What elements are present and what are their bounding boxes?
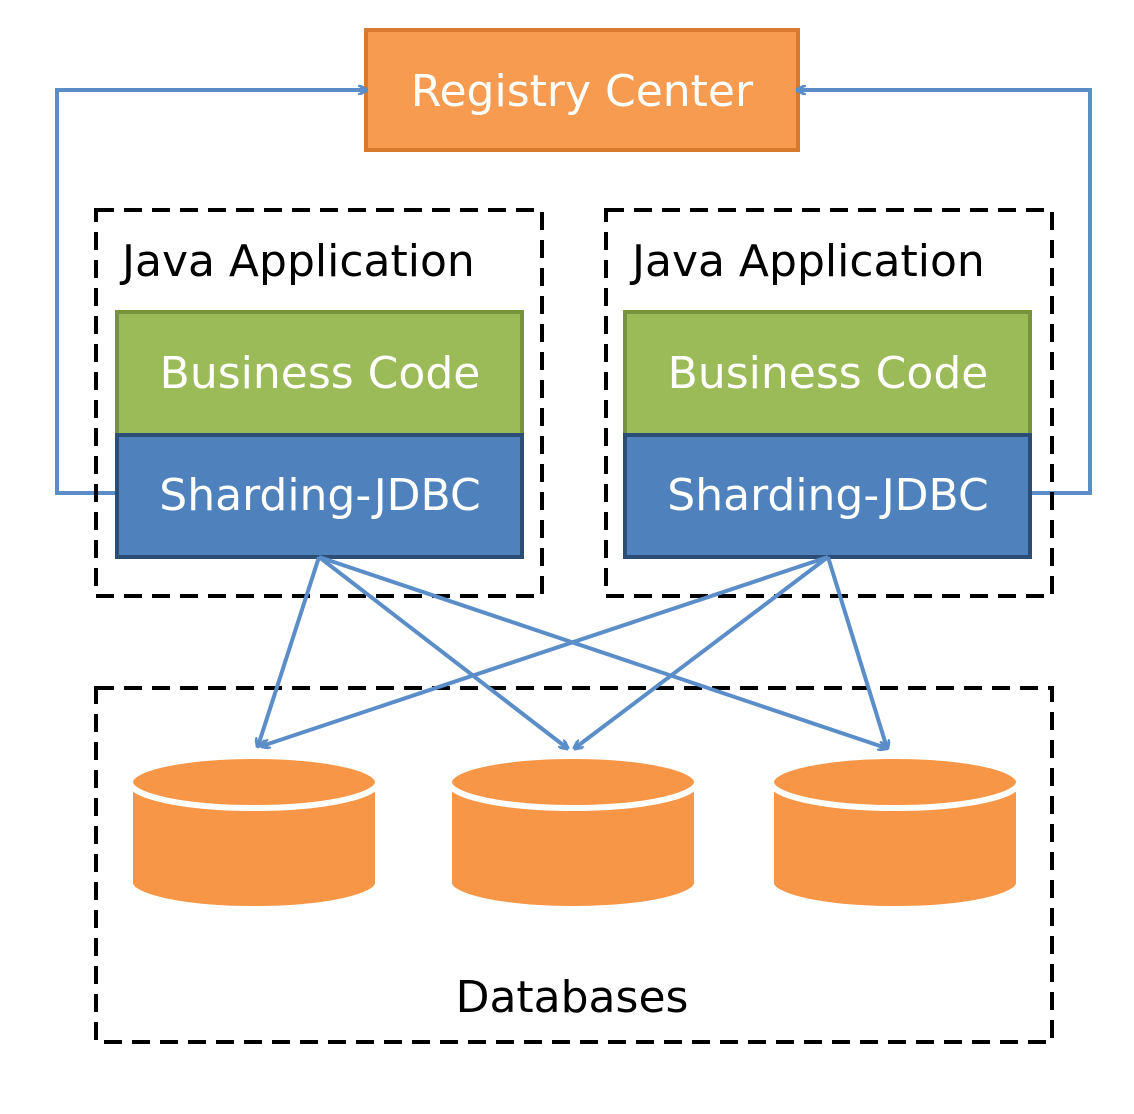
sharding-jdbc-label: Sharding-JDBC (159, 470, 480, 521)
routing-arrow-app2-db1 (262, 555, 829, 746)
database-cylinder-1 (127, 753, 381, 912)
database-cylinder-3 (768, 753, 1022, 912)
sharding-jdbc-block: Sharding-JDBC (115, 433, 524, 559)
routing-arrow-app1-db3 (318, 555, 886, 748)
routing-arrow-app2-db2 (575, 555, 830, 748)
sharding-jdbc-label: Sharding-JDBC (667, 470, 988, 521)
business-code-block: Business Code (623, 310, 1032, 437)
java-application-right: Java Application Business Code Sharding-… (604, 208, 1054, 598)
databases-label: Databases (456, 972, 689, 1023)
business-code-label: Business Code (160, 348, 481, 399)
sharding-jdbc-block: Sharding-JDBC (623, 433, 1032, 559)
business-code-label: Business Code (668, 348, 989, 399)
routing-arrow-app1-db2 (317, 555, 567, 748)
registry-center-label: Registry Center (411, 66, 754, 117)
databases-group: Databases (94, 686, 1054, 1044)
registry-center-node: Registry Center (364, 28, 800, 152)
java-application-title: Java Application (119, 236, 475, 287)
registry-connection-right (798, 90, 1092, 495)
routing-arrow-app2-db3 (826, 556, 887, 748)
business-code-block: Business Code (115, 310, 524, 437)
database-routing-arrows (258, 555, 887, 748)
database-cylinder-2 (446, 753, 700, 912)
java-application-left: Java Application Business Code Sharding-… (94, 208, 544, 598)
registry-connection-left (55, 90, 366, 495)
java-application-title: Java Application (629, 236, 985, 287)
routing-arrow-app1-db1 (258, 556, 321, 746)
